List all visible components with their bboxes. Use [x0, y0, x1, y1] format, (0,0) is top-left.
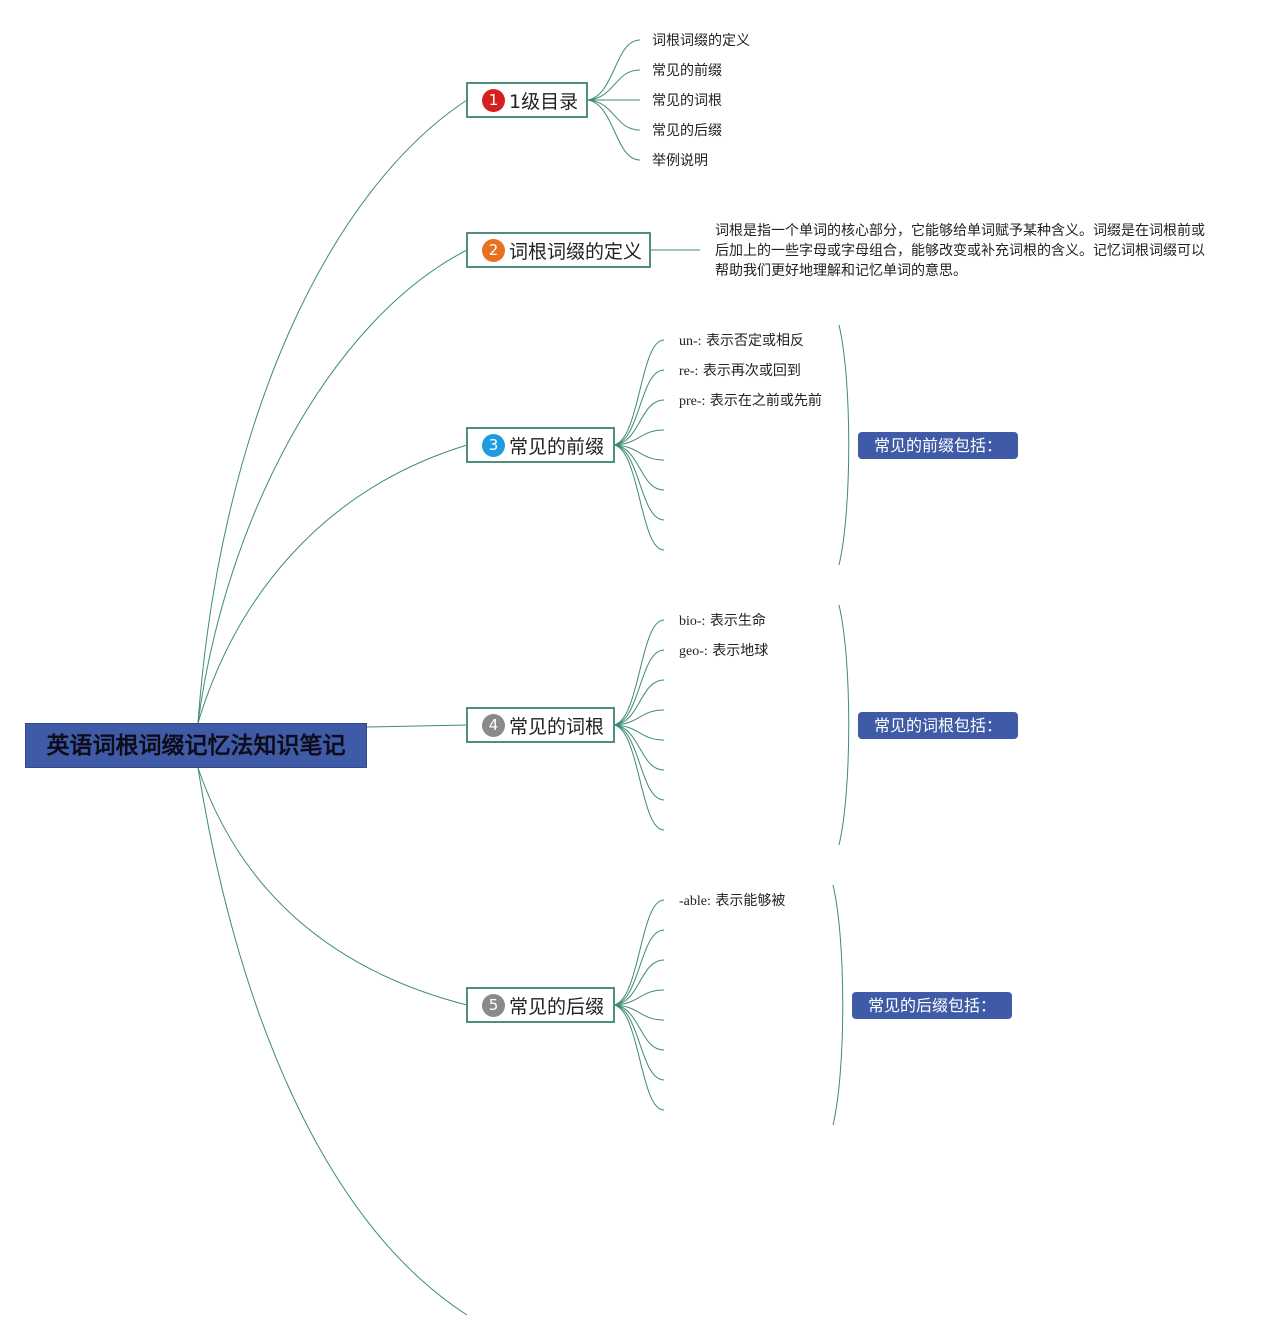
affix-meaning: 表示在之前或先前	[709, 393, 822, 409]
prefix-item[interactable]: re-: 表示再次或回到	[679, 362, 801, 381]
prefix-item[interactable]: pre-: 表示在之前或先前	[679, 392, 822, 411]
branch-prefixes[interactable]: 3 常见的前缀	[466, 427, 615, 463]
connector-root-branch4	[366, 724, 468, 728]
branch-label: 常见的后缀	[509, 995, 605, 1018]
connector-root-branch6	[197, 767, 468, 1316]
toc-item[interactable]: 词根词缀的定义	[652, 33, 750, 49]
affix-meaning: 表示能够被	[715, 893, 786, 909]
number-badge-icon: 3	[482, 433, 505, 457]
summary-suffix[interactable]: 常见的后缀包括：	[852, 992, 1012, 1019]
toc-item[interactable]: 常见的词根	[652, 93, 722, 109]
affix-label: geo-:	[679, 644, 708, 659]
summary-bracket-prefix	[838, 324, 850, 566]
root-item[interactable]: geo-: 表示地球	[679, 642, 768, 661]
number-badge-icon: 5	[482, 993, 505, 1017]
connector-root-branch2	[197, 249, 468, 724]
summary-root[interactable]: 常见的词根包括：	[858, 712, 1018, 739]
affix-meaning: 表示否定或相反	[706, 333, 805, 349]
prefix-item[interactable]: un-: 表示否定或相反	[679, 332, 804, 351]
summary-bracket-suffix	[832, 884, 844, 1126]
branch-suffixes[interactable]: 5 常见的后缀	[466, 987, 615, 1023]
branch-label: 常见的词根	[509, 715, 605, 738]
affix-label: pre-:	[679, 394, 706, 409]
affix-meaning: 表示生命	[709, 613, 766, 629]
affix-meaning: 表示地球	[712, 643, 769, 659]
toc-item[interactable]: 举例说明	[652, 153, 708, 169]
summary-prefix[interactable]: 常见的前缀包括：	[858, 432, 1018, 459]
branch-toc[interactable]: 1 1级目录	[466, 82, 588, 118]
branch-roots[interactable]: 4 常见的词根	[466, 707, 615, 743]
connector-root-branch5	[197, 767, 468, 1006]
affix-label: -able:	[679, 894, 711, 909]
definition-text[interactable]: 词根是指一个单词的核心部分，它能够给单词赋予某种含义。词缀是在词根前或后加上的一…	[715, 223, 1205, 279]
connector-root-branch3	[197, 444, 468, 724]
summary-bracket-root	[838, 604, 850, 846]
root-item[interactable]: bio-: 表示生命	[679, 612, 766, 631]
connector-root-branch1	[197, 99, 468, 724]
suffix-item[interactable]: -able: 表示能够被	[679, 892, 785, 911]
affix-label: bio-:	[679, 614, 706, 629]
number-badge-icon: 4	[482, 713, 505, 737]
branch-definition[interactable]: 2 词根词缀的定义	[466, 232, 651, 268]
toc-item[interactable]: 常见的前缀	[652, 63, 722, 79]
affix-label: re-:	[679, 364, 699, 379]
branch-label: 词根词缀的定义	[509, 240, 643, 263]
branch-label: 常见的前缀	[509, 435, 605, 458]
branch-label: 1级目录	[509, 90, 579, 113]
affix-meaning: 表示再次或回到	[702, 363, 801, 379]
toc-item[interactable]: 常见的后缀	[652, 123, 722, 139]
number-badge-icon: 2	[482, 238, 505, 262]
root-topic[interactable]: 英语词根词缀记忆法知识笔记	[25, 723, 367, 768]
number-badge-icon: 1	[482, 88, 505, 112]
affix-label: un-:	[679, 334, 702, 349]
